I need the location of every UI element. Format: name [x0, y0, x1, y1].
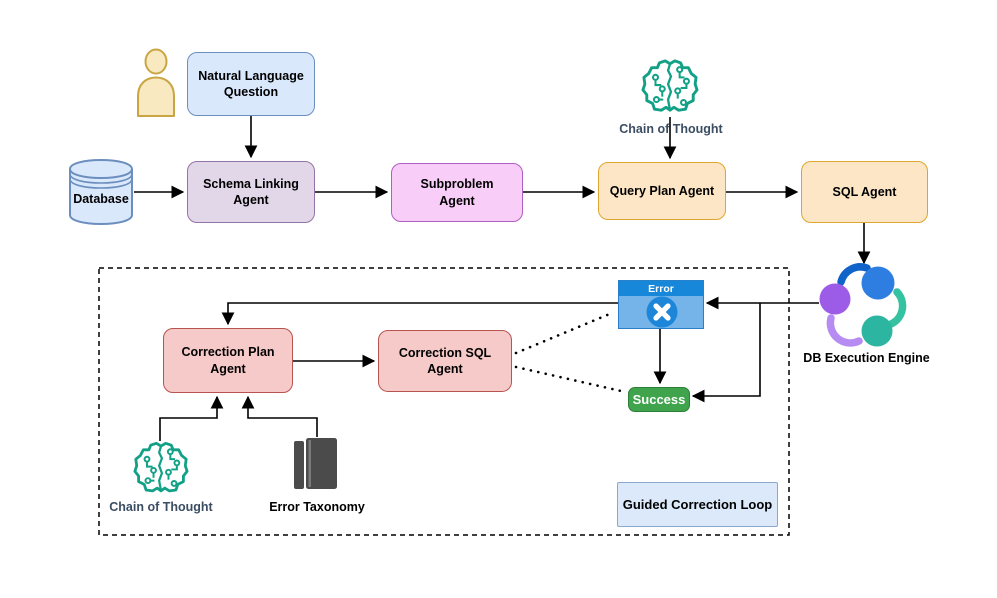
success-badge: Success: [628, 387, 690, 412]
chain-of-thought-bottom-label: Chain of Thought: [109, 500, 213, 514]
error-window-title: Error: [648, 282, 674, 295]
schema-linking-agent-label: Schema Linking Agent: [203, 176, 299, 207]
error-taxonomy-label: Error Taxonomy: [269, 500, 365, 514]
guided-correction-loop-label: Guided Correction Loop: [622, 497, 773, 512]
error-x-circle-icon: [646, 296, 678, 328]
sql-agent-label: SQL Agent: [832, 184, 897, 199]
brain-circuit-icon: [641, 59, 699, 112]
correction-sql-agent-box: Correction SQL Agent: [378, 330, 512, 392]
query-plan-agent-label: Query Plan Agent: [609, 183, 715, 198]
query-plan-agent-box: Query Plan Agent: [598, 162, 726, 220]
subproblem-agent-label: Subproblem Agent: [420, 177, 494, 208]
db-execution-engine-label: DB Execution Engine: [803, 351, 930, 365]
edge-cotbottom-to-correctionplan: [159, 395, 224, 441]
edge-correctionsql-to-success-dotted: [514, 365, 623, 393]
subproblem-agent-box: Subproblem Agent: [391, 163, 523, 222]
edge-correctionsql-to-error-dotted: [514, 311, 614, 355]
correction-plan-agent-label: Correction Plan Agent: [181, 345, 275, 376]
schema-linking-agent-box: Schema Linking Agent: [187, 161, 315, 223]
books-icon: [294, 438, 337, 489]
natural-language-question-box: Natural Language Question: [187, 52, 315, 116]
correction-sql-agent-label: Correction SQL Agent: [398, 345, 492, 376]
user-icon: [137, 48, 175, 117]
edge-error-to-correctionplan: [221, 302, 618, 326]
chain-of-thought-top-label: Chain of Thought: [619, 122, 723, 136]
error-window-titlebar: Error: [619, 281, 703, 296]
correction-plan-agent-box: Correction Plan Agent: [163, 328, 293, 393]
guided-correction-loop-boundary: [98, 267, 790, 536]
edge-taxonomy-to-correctionplan: [241, 395, 318, 437]
database-label: Database: [73, 192, 129, 206]
success-label: Success: [632, 392, 686, 407]
natural-language-question-label: Natural Language Question: [198, 68, 304, 99]
database-cylinder-icon: [69, 158, 133, 226]
guided-correction-loop-box: Guided Correction Loop: [617, 482, 778, 527]
edge-engine-to-success: [691, 303, 761, 403]
sql-agent-box: SQL Agent: [801, 161, 928, 223]
sync-cycle-icon: [819, 263, 907, 347]
brain-circuit-icon: [133, 441, 189, 493]
error-window: Error: [618, 280, 704, 329]
